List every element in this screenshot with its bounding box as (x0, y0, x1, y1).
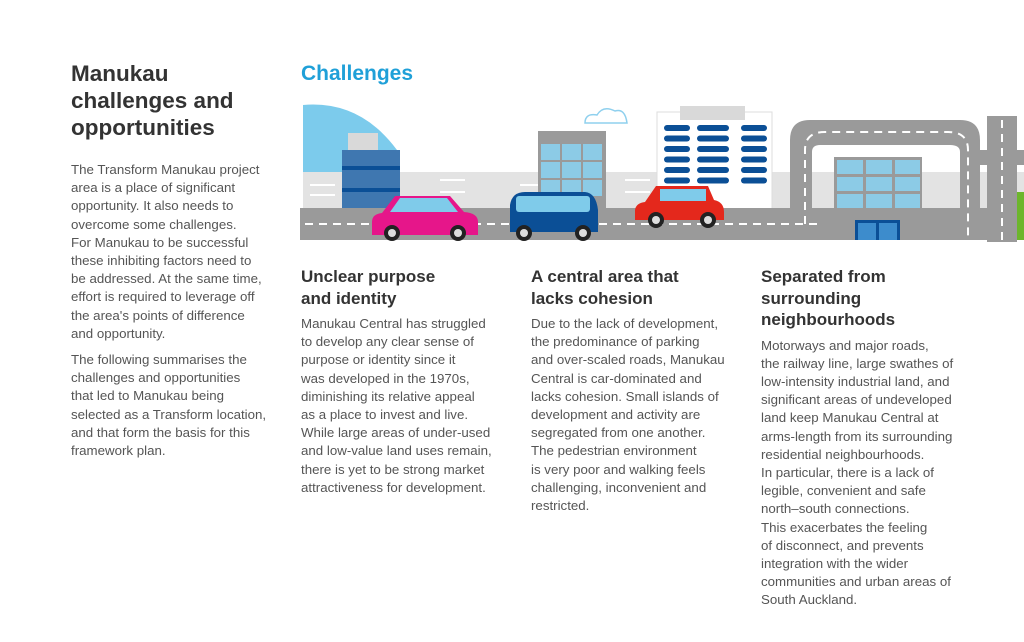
tower-window (697, 125, 729, 131)
tower-window (664, 125, 690, 131)
tower-window (664, 146, 690, 152)
tower-window (664, 167, 690, 173)
section-title: Challenges (301, 62, 414, 85)
tower-window (741, 167, 767, 173)
tower-window (741, 135, 767, 142)
tower-window (741, 156, 767, 163)
blue-van (510, 192, 598, 241)
challenge-separation: Separated from surrounding neighbourhood… (761, 266, 1001, 610)
red-car (635, 186, 724, 228)
challenge-body: Manukau Central has struggled to develop… (301, 316, 492, 495)
tower-window (741, 177, 767, 184)
tower-window (697, 135, 729, 142)
challenge-title: Separated from surrounding neighbourhood… (761, 267, 896, 329)
overpass-road (640, 120, 980, 240)
cloud-icon (584, 108, 628, 124)
challenge-title: A central area that lacks cohesion (531, 267, 679, 308)
challenge-cohesion: A central area that lacks cohesion Due t… (531, 266, 756, 515)
challenge-title: Unclear purpose and identity (301, 267, 436, 308)
pink-car (372, 196, 478, 241)
tower-window (697, 146, 729, 152)
challenge-body: Motorways and major roads, the railway l… (761, 337, 954, 608)
page-title: Manukau challenges and opportunities (71, 61, 234, 140)
tower-window (741, 125, 767, 131)
tower-window (664, 156, 690, 163)
tower-window (664, 177, 690, 184)
intro-paragraph-1: The Transform Manukau project area is a … (71, 162, 262, 341)
tower-window (697, 167, 729, 173)
intro-paragraph-2: The following summarises the challenges … (71, 352, 267, 459)
tower-window (697, 177, 729, 184)
streetscape-illustration (300, 104, 1024, 242)
challenge-body: Due to the lack of development, the pred… (531, 316, 725, 514)
tower-window (697, 156, 729, 163)
tower-window (664, 135, 690, 142)
challenge-identity: Unclear purpose and identity Manukau Cen… (301, 266, 526, 497)
tower-window (741, 146, 767, 152)
